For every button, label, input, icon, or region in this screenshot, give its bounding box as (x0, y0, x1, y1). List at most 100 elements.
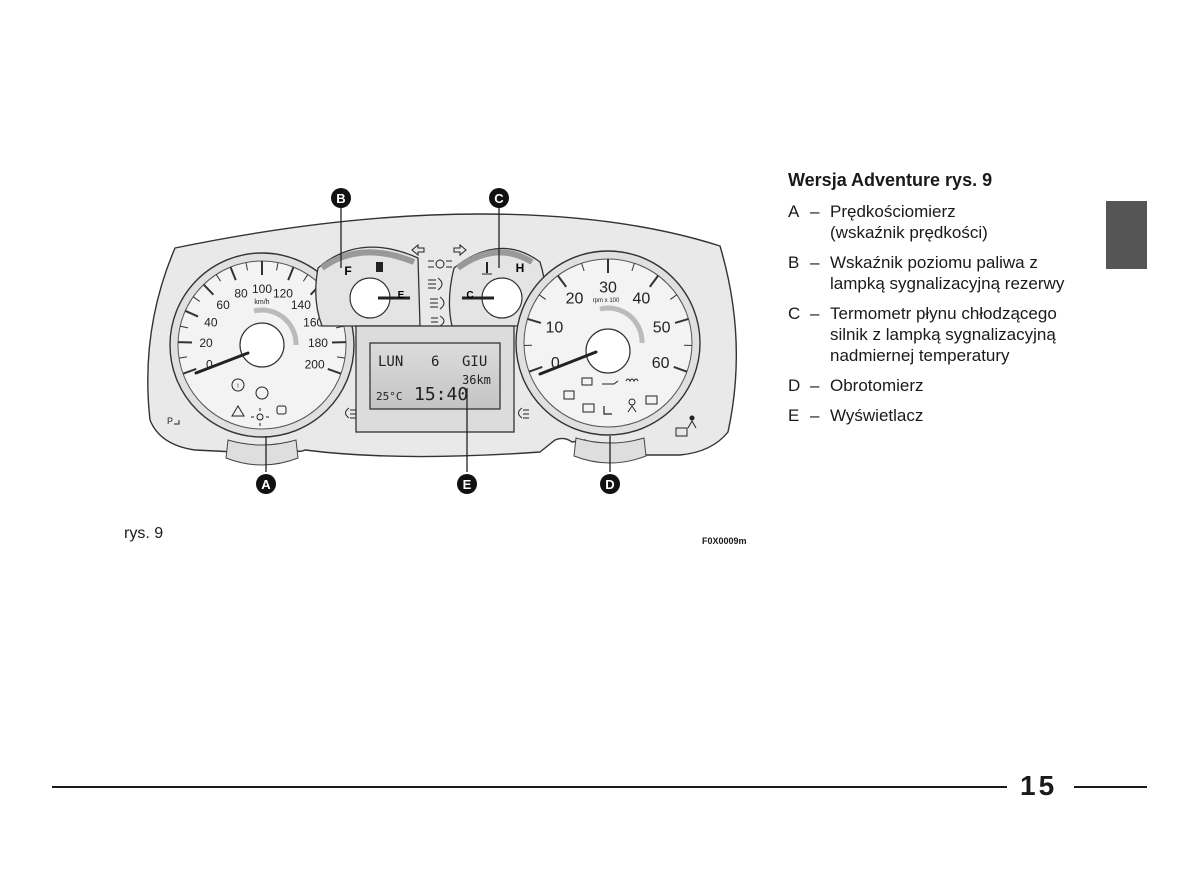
legend-text: Prędkościomierz(wskaźnik prędkości) (830, 202, 988, 242)
speedometer-needle (194, 351, 250, 375)
svg-text:D: D (605, 477, 614, 492)
tacho-tick (673, 366, 688, 373)
display-odometer: 36km (462, 373, 491, 387)
legend-key: C (788, 304, 801, 323)
tacho-tick (669, 294, 678, 300)
parking-lights-icon (428, 259, 452, 269)
legend-item-e: E–Wyświetlacz (788, 405, 1088, 426)
tacho-tick (581, 263, 585, 272)
legend-text: Wyświetlacz (830, 406, 924, 425)
svg-text:!: ! (237, 384, 239, 390)
tacho-tick (538, 294, 547, 300)
legend-item-a: A–Prędkościomierz(wskaźnik prędkości) (788, 201, 1088, 243)
battery-icon (581, 377, 593, 386)
fuel-gauge: F E (315, 246, 421, 327)
temp-hot-label: H (516, 261, 525, 275)
seat-belt-icon (603, 406, 612, 415)
tacho-label: 10 (545, 320, 563, 337)
speed-label: 200 (305, 357, 325, 371)
speed-tick (180, 325, 189, 329)
speed-label: 100 (252, 282, 272, 296)
legend-text: Obrotomierz (830, 376, 924, 395)
footer-rule-left (52, 786, 1007, 788)
tacho-tick (528, 366, 543, 373)
speed-label: 120 (273, 286, 293, 300)
tacho-tick (631, 263, 635, 272)
svg-text:B: B (336, 191, 345, 206)
legend-dash: – (810, 406, 820, 425)
fuel-reserve-icon (376, 262, 383, 272)
legend-dash: – (810, 253, 820, 272)
tacho-label: 60 (652, 355, 670, 372)
legend-dash: – (810, 376, 820, 395)
footer-rule-right (1074, 786, 1147, 788)
tacho-tick (557, 275, 568, 288)
display-day: LUN (378, 354, 403, 370)
display-month: GIU (462, 354, 487, 370)
legend-key: B (788, 253, 800, 272)
tacho-label: 20 (566, 291, 584, 308)
fuel-filter-icon (645, 395, 658, 405)
rear-fog-right-icon (518, 407, 529, 419)
temperature-gauge: H C (448, 247, 546, 327)
svg-text:E: E (463, 477, 472, 492)
legend-item-d: D–Obrotomierz (788, 375, 1088, 396)
speed-tick (336, 356, 346, 359)
speedometer-tick-marks (178, 261, 346, 375)
figure-caption: rys. 9 (124, 525, 164, 542)
speed-tick (327, 368, 342, 375)
tacho-label: 0 (551, 355, 560, 372)
speed-label: 40 (204, 315, 218, 329)
tacho-tick (527, 317, 542, 324)
figure-legend: Wersja Adventure rys. 9 A–Prędkościomier… (788, 168, 1088, 435)
abs-icon (255, 386, 269, 400)
lights-icon (251, 408, 269, 426)
service-icon (582, 403, 595, 413)
rear-window-heater-icon (675, 427, 688, 437)
speed-label: 80 (234, 286, 248, 300)
hazard-icon (231, 405, 245, 417)
legend-key: D (788, 376, 801, 395)
high-beam-icon (428, 277, 443, 291)
speed-label: 60 (216, 298, 230, 312)
chapter-tab-marker (1106, 201, 1147, 269)
fuel-full-label: F (344, 264, 351, 278)
glow-plug-icon (625, 378, 639, 383)
parking-brake-icon: ! (231, 378, 245, 392)
rear-fog-left-icon (345, 407, 356, 419)
callout-b: B (331, 188, 351, 208)
speed-tick (192, 296, 201, 302)
speed-label: 140 (291, 298, 311, 312)
coolant-temp-icon (482, 262, 492, 275)
figure-code: F0X0009m (702, 536, 747, 546)
airbag-icon (627, 398, 637, 413)
tacho-unit-label: rpm x 100 (593, 298, 620, 304)
speed-tick (202, 283, 215, 296)
callout-c: C (489, 188, 509, 208)
legend-key: E (788, 406, 800, 425)
callout-lines (265, 208, 611, 472)
svg-text:C: C (494, 191, 504, 206)
low-beam-icon (430, 296, 445, 310)
display-time: 15:40 (414, 384, 468, 405)
speed-tick (287, 266, 295, 281)
center-indicator-lamps (411, 243, 467, 327)
svg-text:P: P (167, 416, 173, 426)
tachometer-needle (538, 350, 598, 376)
speed-label: 160 (303, 315, 323, 329)
page-number: 15 (1020, 770, 1058, 801)
speed-label: 0 (206, 357, 213, 371)
speed-tick (245, 262, 248, 271)
speed-tick (178, 356, 188, 359)
speed-label: 180 (308, 336, 328, 350)
speed-tick (182, 368, 197, 375)
callout-e: E (457, 474, 477, 494)
tachometer-hub (585, 328, 631, 374)
speedometer-hub (239, 322, 285, 368)
